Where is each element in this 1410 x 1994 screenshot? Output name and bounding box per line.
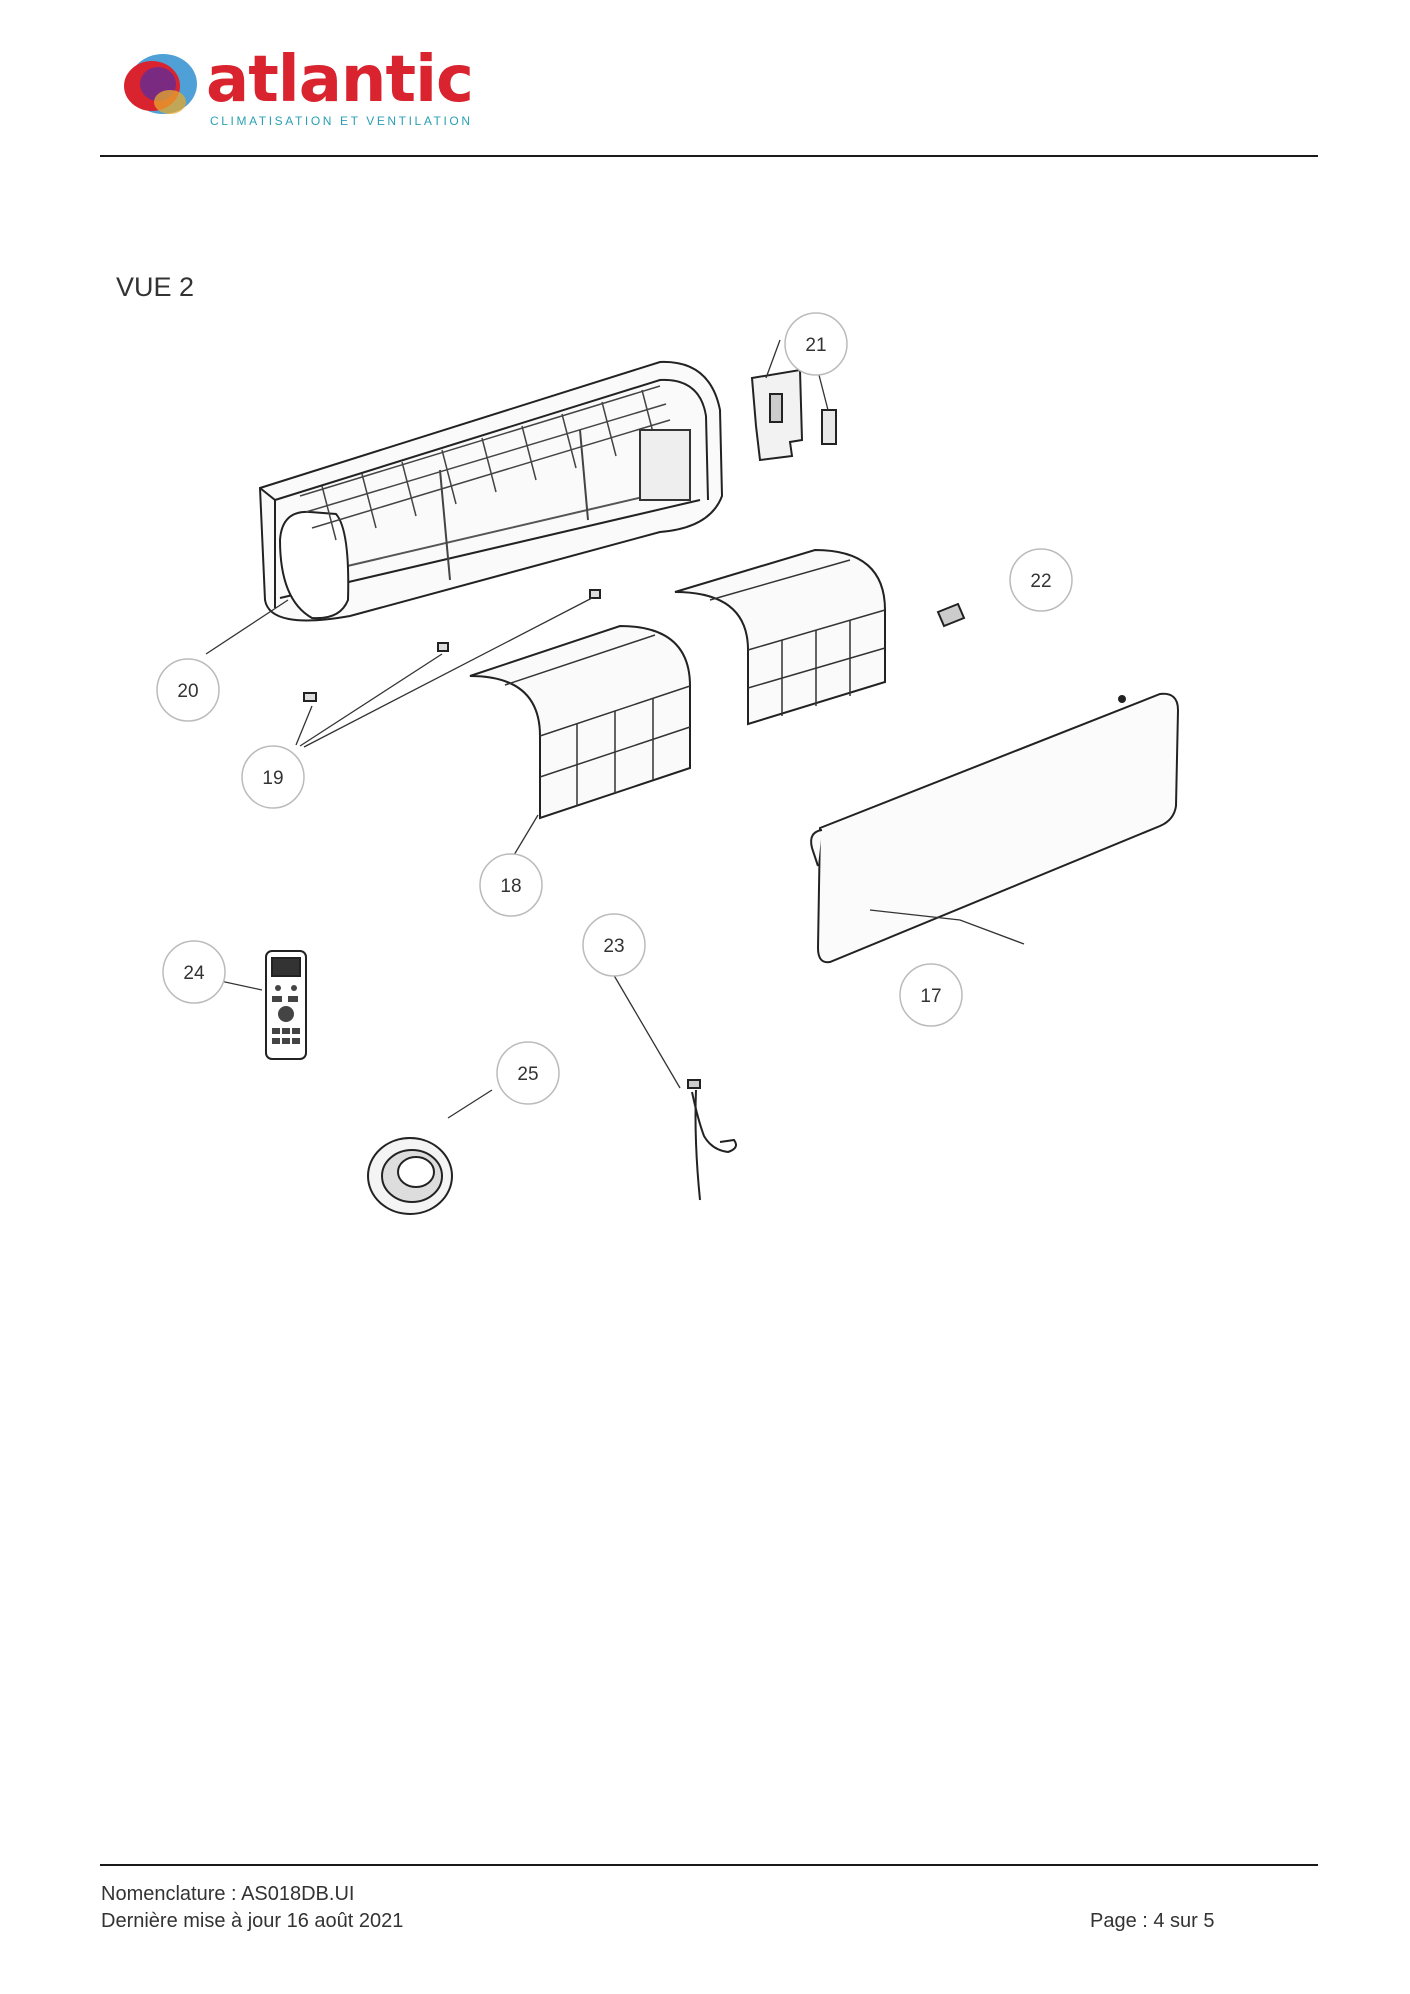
- svg-text:25: 25: [517, 1064, 538, 1085]
- brand-name: atlantic: [206, 43, 474, 117]
- svg-text:19: 19: [262, 768, 283, 789]
- leader-lines: [201, 339, 1025, 1119]
- svg-text:22: 22: [1030, 571, 1051, 592]
- svg-text:20: 20: [177, 681, 198, 702]
- callout-19: 19: [241, 745, 305, 809]
- wall-sleeve-icon: [367, 1137, 453, 1215]
- front-panel-icon: [810, 692, 1180, 964]
- callout-18: 18: [479, 853, 543, 917]
- clip-icon: [303, 589, 601, 702]
- callout-22: 22: [1009, 548, 1073, 612]
- remote-control-icon: [265, 950, 307, 1060]
- svg-text:21: 21: [805, 335, 826, 356]
- header-divider: [100, 155, 1318, 157]
- footer-last-update: Dernière mise à jour 16 août 2021: [101, 1910, 404, 1932]
- footer-page-number: Page : 4 sur 5: [1090, 1910, 1215, 1932]
- logo-mark-icon: [124, 54, 197, 114]
- callout-23: 23: [582, 913, 646, 977]
- air-filter-icon: [469, 624, 691, 820]
- callout-25: 25: [496, 1041, 560, 1105]
- svg-text:18: 18: [500, 876, 521, 897]
- control-board-icon: [750, 368, 837, 462]
- exploded-view-drawing: 17 18 19 20 21 22 23 24 25: [156, 312, 1180, 1215]
- svg-text:23: 23: [603, 936, 624, 957]
- callout-24: 24: [162, 940, 226, 1004]
- callout-17: 17: [899, 963, 963, 1027]
- temperature-probe-cable-icon: [687, 1079, 737, 1201]
- svg-text:24: 24: [183, 963, 205, 984]
- atlantic-logo: atlantic CLIMATISATION ET VENTILATION: [118, 44, 498, 144]
- callout-21: 21: [784, 312, 848, 376]
- indoor-unit-chassis-icon: [258, 360, 724, 622]
- view-title: VUE 2: [116, 272, 195, 302]
- callout-20: 20: [156, 658, 220, 722]
- footer-divider: [100, 1864, 1318, 1866]
- air-filter-icon: [674, 548, 886, 726]
- brand-tagline: CLIMATISATION ET VENTILATION: [210, 114, 473, 128]
- sensor-icon: [936, 602, 966, 628]
- svg-text:17: 17: [920, 986, 941, 1007]
- footer-nomenclature: Nomenclature : AS018DB.UI: [101, 1883, 355, 1905]
